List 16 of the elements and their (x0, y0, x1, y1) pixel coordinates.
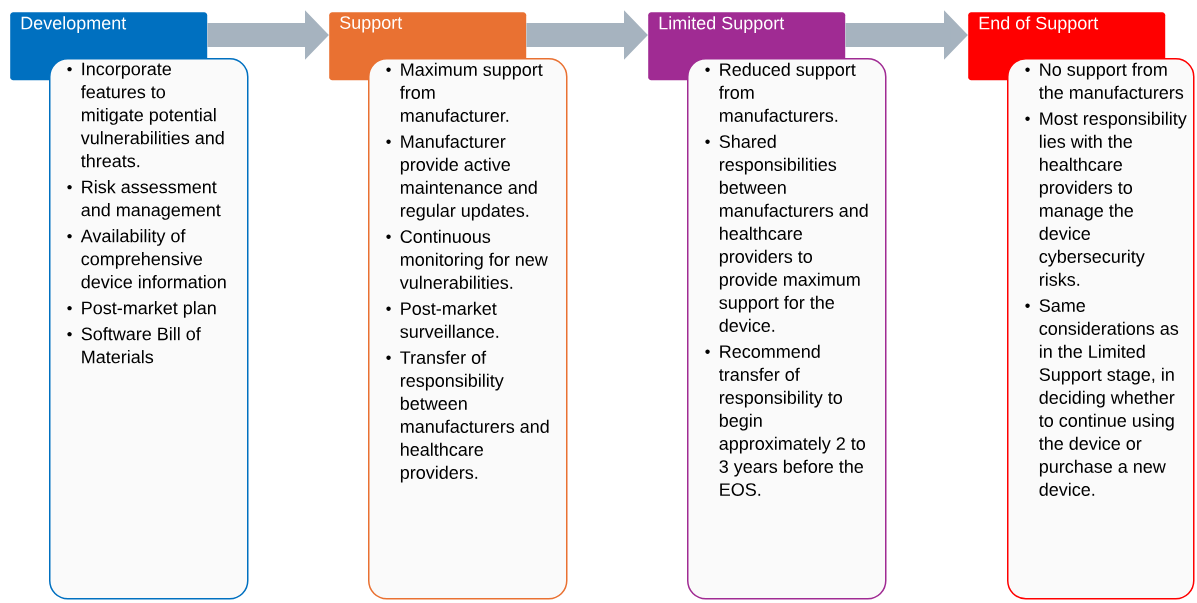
bullet-item: Shared responsibilities between manufacturers and healthcare providers to provide maximum support for the device. (705, 134, 868, 332)
stage-card (1007, 58, 1195, 600)
stage-card (49, 58, 249, 600)
bullet-item: Most responsibility lies with the healthcare providers to manage the device cybersecurity risks. (1025, 111, 1187, 286)
bullet-item: Transfer of responsibility between manufacturers and healthcare providers. (386, 350, 549, 483)
bullet-item: Risk assessment and management (67, 180, 221, 220)
stage-card (368, 58, 568, 600)
bullet-item: Post-market plan (67, 301, 216, 318)
bullet-item: Software Bill of Materials (67, 327, 201, 364)
stage-card (687, 58, 887, 600)
bullet-item: Same considerations as in the Limited Support stage, in deciding whether to continue using the device or purchase a new device. (1025, 299, 1179, 496)
bullet-item: Availability of comprehensive device information (67, 229, 226, 289)
bullet-item: Manufacturer provide active maintenance and regular updates. (386, 134, 537, 221)
bullet-item: Recommend transfer of responsibility to begin approximately 2 to 3 years before the EOS. (705, 344, 866, 496)
bullet-item: Post-market surveillance. (386, 301, 499, 338)
bullet-item: Continuous monitoring for new vulnerabilities. (386, 229, 548, 289)
